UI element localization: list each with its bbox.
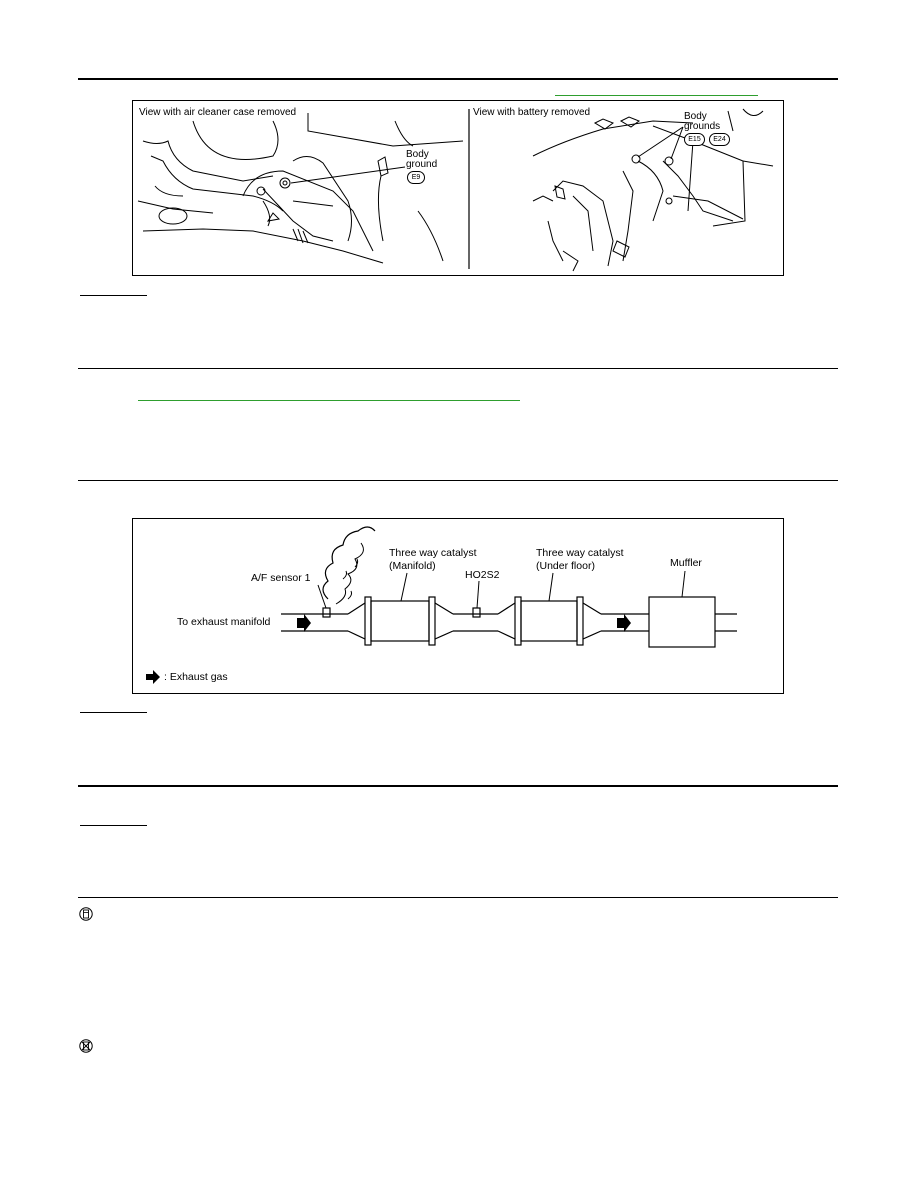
- to-exhaust-manifold-label: To exhaust manifold: [177, 616, 271, 628]
- sensor-symbol-icon: [79, 907, 93, 921]
- section-rule-2: [78, 480, 838, 481]
- header-rule: [78, 78, 838, 80]
- right-ground-code-badge-2: E24: [709, 133, 730, 146]
- catalyst-underfloor-label-line1: Three way catalyst: [536, 547, 624, 559]
- section-rule-3: [78, 785, 838, 787]
- reference-link-top[interactable]: [555, 95, 758, 96]
- no-touch-icon: [79, 1039, 93, 1053]
- left-ground-label-line1: Body: [406, 149, 429, 160]
- section-stub-1: [80, 295, 147, 296]
- catalyst-manifold-label-line2: (Manifold): [389, 560, 436, 572]
- af-sensor-label: A/F sensor 1: [251, 572, 311, 584]
- ground-location-illustration: [137, 108, 774, 272]
- section-stub-2: [80, 712, 147, 713]
- exhaust-system-illustration: [146, 526, 737, 684]
- catalyst-underfloor-label-line2: (Under floor): [536, 560, 595, 572]
- ground-location-figure: View with air cleaner case removed View …: [132, 100, 784, 276]
- catalyst-manifold-label-line1: Three way catalyst: [389, 547, 477, 559]
- right-view-caption: View with battery removed: [473, 107, 591, 118]
- exhaust-system-figure: Three way catalyst (Manifold) Three way …: [132, 518, 784, 694]
- right-ground-label-line2: grounds: [684, 121, 721, 132]
- reference-link-middle[interactable]: [138, 400, 520, 401]
- section-rule-4: [78, 897, 838, 898]
- left-ground-code-badge: E9: [407, 171, 425, 184]
- left-ground-label-line2: ground: [406, 159, 438, 170]
- section-rule-1: [78, 368, 838, 369]
- ho2s2-label: HO2S2: [465, 569, 500, 581]
- section-stub-3: [80, 825, 147, 826]
- exhaust-gas-legend: : Exhaust gas: [164, 671, 228, 683]
- right-ground-label-line1: Body: [684, 111, 707, 122]
- left-view-caption: View with air cleaner case removed: [139, 107, 297, 118]
- right-ground-code-badge-1: E15: [684, 133, 705, 146]
- muffler-label: Muffler: [670, 557, 702, 569]
